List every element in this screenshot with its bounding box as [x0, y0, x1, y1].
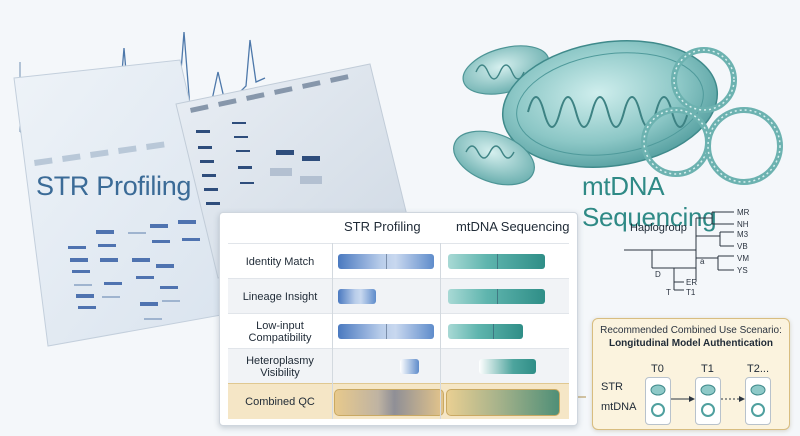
- str-bar: [338, 289, 376, 304]
- row-lineage-insight: Lineage Insight: [228, 278, 569, 314]
- comparison-panel: STR Profiling mtDNA Sequencing Identity …: [219, 212, 578, 426]
- row-label: Identity Match: [245, 255, 315, 268]
- str-bar: [338, 324, 434, 339]
- str-combined-bar: [334, 389, 444, 416]
- timepoint-card: [645, 377, 671, 425]
- column-divider: [332, 243, 333, 419]
- str-bar: [400, 359, 420, 374]
- tree-lines: [624, 211, 734, 291]
- str-profiling-title: STR Profiling: [36, 171, 192, 201]
- tree-leaf: VM: [737, 254, 749, 263]
- timepoint-card: [695, 377, 721, 425]
- mtdna-bar: [448, 324, 523, 339]
- row-combined-qc: Combined QC: [228, 383, 569, 419]
- mito-and-ring-icon: [700, 384, 716, 417]
- timepoint-label: T2...: [747, 363, 770, 375]
- tree-leaf: YS: [737, 266, 748, 275]
- haplogroup-title: Haplogroup: [630, 222, 687, 234]
- timepoint-card: [745, 377, 771, 425]
- tree-node: T: [666, 288, 671, 297]
- row-label: Combined QC: [245, 395, 315, 408]
- mitochondria-illustration: [453, 40, 719, 186]
- mtdna-bar: [448, 254, 545, 269]
- haplogroup-tree: Haplogroup: [622, 206, 772, 306]
- tree-node: D: [655, 270, 661, 279]
- scenario-row-label: STR: [601, 381, 623, 393]
- tree-leaf: M3: [737, 230, 749, 239]
- timepoint-label: T1: [701, 363, 714, 375]
- row-identity-match: Identity Match: [228, 243, 569, 279]
- tree-leaf: NH: [737, 220, 749, 229]
- tree-leaf: ER: [686, 278, 698, 287]
- mtdna-bar: [448, 289, 545, 304]
- column-divider: [440, 243, 441, 419]
- mito-and-ring-icon: [650, 384, 666, 417]
- mtdna-rings: [641, 47, 783, 185]
- tree-node: a: [700, 257, 705, 266]
- mtdna-combined-bar: [446, 389, 560, 416]
- row-label: Lineage Insight: [242, 290, 318, 303]
- timepoint-label: T0: [651, 363, 664, 375]
- scenario-row-label: mtDNA: [601, 401, 637, 413]
- tree-leaf: T1: [686, 288, 696, 297]
- scenario-title: Longitudinal Model Authentication: [608, 338, 774, 349]
- mtdna-bar: [479, 359, 537, 374]
- str-bar: [338, 254, 434, 269]
- mtdna-sequencing-title: mtDNA Sequencing: [582, 171, 717, 232]
- tree-leaf: MR: [737, 208, 750, 217]
- tree-leaf: VB: [737, 242, 748, 251]
- column-header-str: STR Profiling: [344, 219, 421, 234]
- column-header-mtdna: mtDNA Sequencing: [456, 219, 570, 234]
- scenario-box: Recommended Combined Use Scenario: Longi…: [592, 318, 790, 430]
- mito-and-ring-icon: [750, 384, 766, 417]
- scenario-heading: Recommended Combined Use Scenario:: [600, 325, 782, 336]
